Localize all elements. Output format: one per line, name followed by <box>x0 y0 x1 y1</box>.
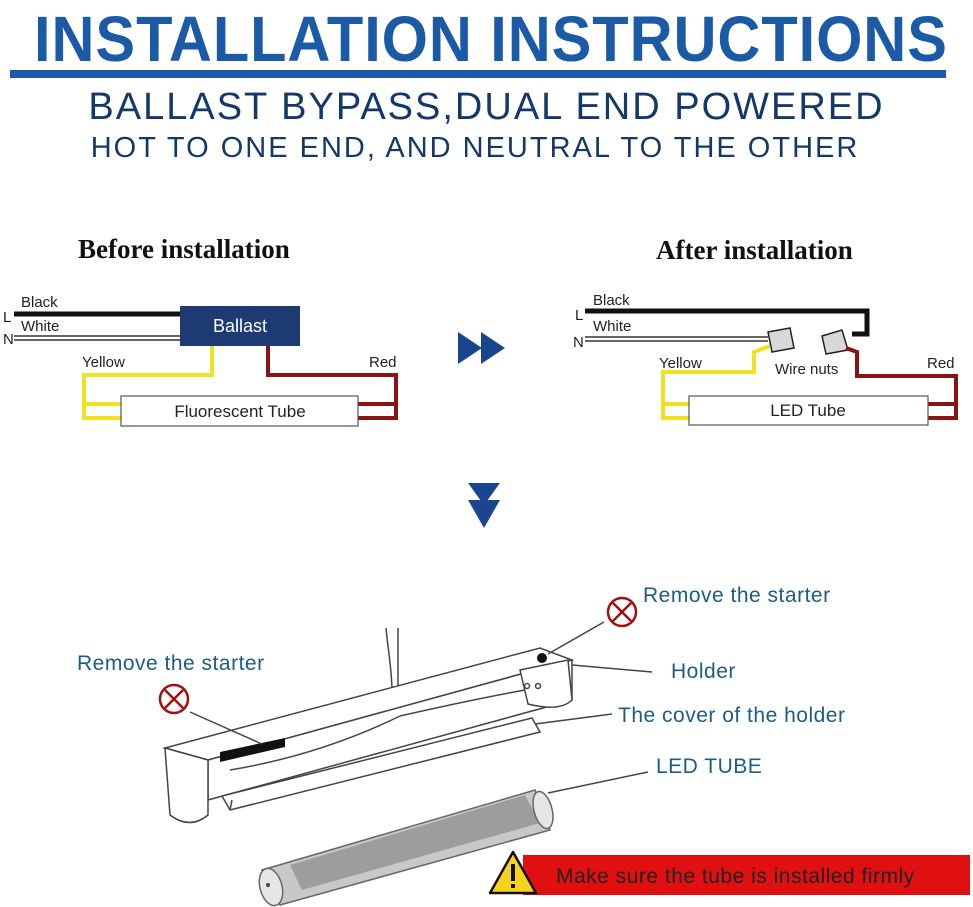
before-red-label: Red <box>369 354 397 371</box>
after-white-label: White <box>593 318 631 335</box>
ballast-box <box>180 306 300 346</box>
subtitle-secondary: HOT TO ONE END, AND NEUTRAL TO THE OTHER <box>90 132 860 164</box>
fixture-curve-2 <box>399 689 526 717</box>
power-cord <box>385 627 393 693</box>
before-yellow-wire-a <box>82 346 214 420</box>
leader-starter-left <box>189 711 263 745</box>
after-installation-heading: After installation <box>656 235 853 265</box>
holder-label: Holder <box>671 660 736 683</box>
after-led-tube <box>688 395 929 426</box>
left-end-cap <box>164 746 209 824</box>
fixture-illustration <box>162 621 653 907</box>
leader-holder <box>571 664 653 673</box>
led-tube-illustration <box>258 789 554 907</box>
after-black-label: Black <box>593 292 630 309</box>
starter-dot-right <box>537 653 547 663</box>
after-yellow-wire-a <box>661 344 771 420</box>
title-underline <box>10 70 946 78</box>
prohibited-icon <box>606 596 638 628</box>
fluorescent-tube <box>120 395 359 427</box>
holder-pin-2 <box>534 682 542 690</box>
wire-nut-right <box>821 329 849 355</box>
wire-nuts-label: Wire nuts <box>775 361 838 378</box>
before-red-wire-a <box>266 346 398 420</box>
before-n-label: N <box>3 331 14 348</box>
warning-banner: Make sure the tube is installed firmly <box>488 850 970 895</box>
after-wiring-diagram: L N Black White Wire nuts Yellow Red LED… <box>573 292 958 426</box>
remove-starter-left-label: Remove the starter <box>77 652 265 675</box>
holder-cover-label: The cover of the holder <box>618 704 845 727</box>
fast-forward-icon <box>458 332 505 364</box>
before-installation-heading: Before installation <box>78 234 290 264</box>
led-tube-label: LED TUBE <box>656 755 762 778</box>
before-l-label: L <box>3 309 11 326</box>
before-yellow-label: Yellow <box>82 354 125 371</box>
leader-cover <box>534 713 613 725</box>
leader-led-tube <box>547 771 649 794</box>
remove-starter-right-label: Remove the starter <box>643 584 831 607</box>
warning-bar <box>523 855 970 895</box>
ballast-label: Ballast <box>213 316 267 336</box>
prohibited-icon <box>158 683 190 715</box>
page-title: INSTALLATION INSTRUCTIONS <box>34 3 948 75</box>
fixture-curve-1 <box>229 715 401 771</box>
before-black-label: Black <box>21 294 58 311</box>
subtitle: BALLAST BYPASS,DUAL END POWERED <box>88 86 885 128</box>
after-led-tube-label: LED Tube <box>770 401 846 420</box>
holder-pin-1 <box>523 682 531 690</box>
after-l-label: L <box>575 307 583 324</box>
leader-starter-right <box>547 621 605 655</box>
after-black-wire <box>585 308 870 337</box>
after-red-wire-a <box>845 346 958 420</box>
down-arrow-icon <box>468 483 500 528</box>
starter-slot-left <box>220 738 285 762</box>
holder-cover <box>220 717 542 811</box>
after-yellow-label: Yellow <box>659 355 702 372</box>
after-n-label: N <box>573 334 584 351</box>
after-red-label: Red <box>927 355 955 372</box>
wire-nut-left <box>767 327 795 353</box>
warning-icon <box>488 850 538 895</box>
fluorescent-tube-label: Fluorescent Tube <box>174 402 305 421</box>
before-wiring-diagram: L N Black White Ballast Yellow Red Fluor… <box>3 294 398 427</box>
warning-text: Make sure the tube is installed firmly <box>556 865 915 888</box>
holder-cover-edge <box>229 799 233 811</box>
holder <box>519 659 573 708</box>
before-white-label: White <box>21 318 59 335</box>
